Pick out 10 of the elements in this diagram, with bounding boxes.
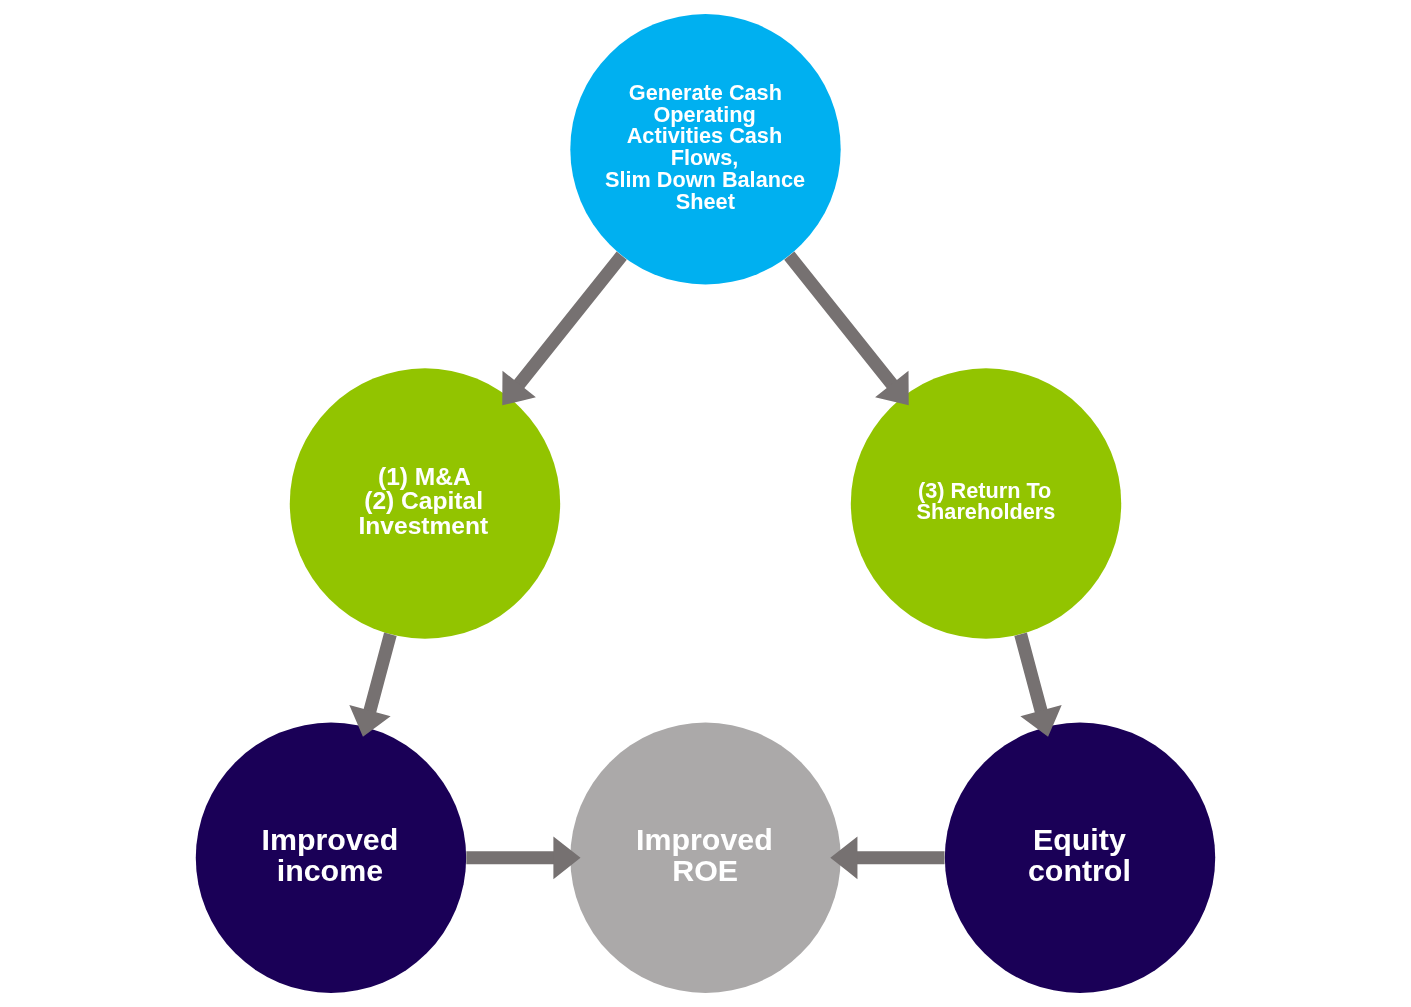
node-circle: Generate Cash Operating Activities Cash Flows, Slim Down Balance Sheet: [570, 14, 841, 285]
arrow: [830, 836, 945, 880]
arrow: [349, 632, 397, 737]
arrow: [466, 836, 581, 880]
arrow: [1014, 632, 1062, 737]
arrow: [502, 251, 627, 406]
node-circle: Improved ROE: [570, 722, 841, 993]
node-circle: Equity control: [944, 722, 1216, 993]
node-circle: Improved income: [195, 722, 467, 993]
arrow: [784, 251, 909, 406]
